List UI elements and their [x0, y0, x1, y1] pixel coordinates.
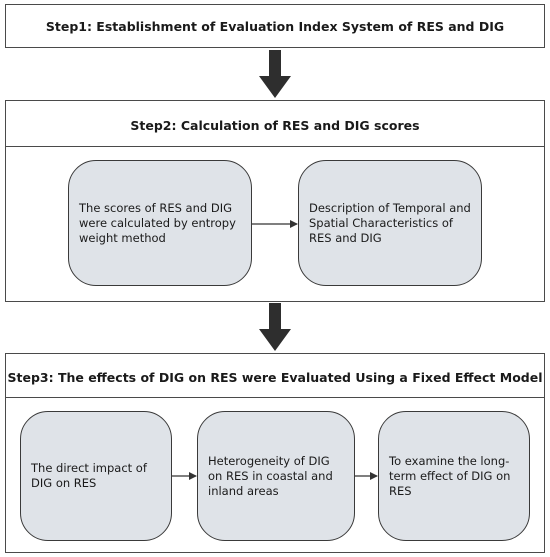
step2-node-2: Description of Temporal and Spatial Char…	[298, 160, 482, 286]
step2-divider	[6, 146, 544, 147]
step2-node-1: The scores of RES and DIG were calculate…	[68, 160, 252, 286]
step3-node-3: To examine the long-term effect of DIG o…	[378, 411, 530, 541]
step3-node-3-text: To examine the long-term effect of DIG o…	[389, 453, 511, 498]
step2-node-1-text: The scores of RES and DIG were calculate…	[79, 200, 236, 245]
step3-node-1-text: The direct impact of DIG on RES	[31, 461, 147, 490]
step2-title: Step2: Calculation of RES and DIG scores	[130, 118, 420, 133]
step3-node-1: The direct impact of DIG on RES	[20, 411, 172, 541]
down-arrow-1	[259, 50, 291, 98]
step1-box: Step1: Establishment of Evaluation Index…	[5, 4, 545, 48]
step3-divider	[6, 397, 544, 398]
step1-title: Step1: Establishment of Evaluation Index…	[45, 19, 505, 34]
step3-node-2-text: Heterogeneity of DIG on RES in coastal a…	[208, 453, 333, 498]
step3-node-2: Heterogeneity of DIG on RES in coastal a…	[197, 411, 355, 541]
step3-title: Step3: The effects of DIG on RES were Ev…	[7, 370, 543, 385]
down-arrow-2	[259, 303, 291, 351]
step2-node-2-text: Description of Temporal and Spatial Char…	[309, 200, 471, 245]
